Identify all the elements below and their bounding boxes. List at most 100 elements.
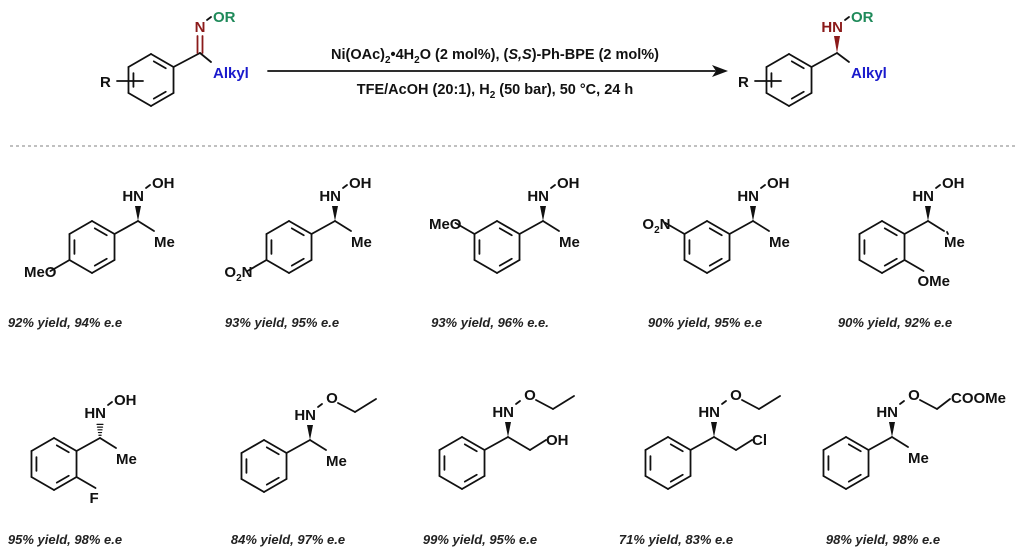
methyl-label: Me <box>326 453 347 470</box>
ring-bond <box>150 53 175 68</box>
ring-bond <box>765 92 790 107</box>
hn-label: HN <box>876 404 898 421</box>
hn-label: HN <box>821 19 843 36</box>
nitrogen-label: N <box>195 19 206 36</box>
bond <box>334 220 352 232</box>
ring-bond <box>683 220 708 235</box>
ring-bond <box>845 436 870 451</box>
methyl-label: Me <box>116 451 137 468</box>
oxygen-label: O <box>326 390 338 407</box>
ring-bond <box>263 478 288 493</box>
methyl-label: Me <box>154 234 175 251</box>
hydroxyl-label: OH <box>942 175 965 192</box>
bond <box>689 436 715 451</box>
ring-double-bond <box>847 473 862 483</box>
substituent-label: MeO <box>429 216 462 233</box>
benzene-ring <box>683 220 731 274</box>
ring-bond <box>858 220 883 235</box>
bond <box>483 436 509 451</box>
ring-double-bond <box>883 227 898 237</box>
ring-bond <box>30 476 55 491</box>
hydroxyl-label: OH <box>557 175 580 192</box>
ring-double-bond <box>93 227 108 237</box>
hashed-wedge-bond <box>96 423 104 436</box>
ring-bond <box>683 259 708 274</box>
ring-bond <box>706 259 731 274</box>
oxygen-label: O <box>524 387 536 404</box>
benzene-ring <box>30 437 78 491</box>
substituent-bond <box>49 259 71 272</box>
benzene-ring <box>68 220 116 274</box>
wedge-bond <box>135 206 141 221</box>
bond <box>810 52 838 68</box>
ring-double-bond <box>463 443 478 453</box>
n-o-bond <box>899 400 905 405</box>
alkyl-label: Alkyl <box>213 65 249 82</box>
benzene-ring <box>438 436 486 490</box>
ring-double-bond <box>290 227 305 237</box>
bond <box>337 402 356 413</box>
hn-label: HN <box>492 404 514 421</box>
n-o-bond <box>935 184 941 189</box>
benzene-ring <box>644 436 692 490</box>
ring-bond <box>68 220 93 235</box>
benzene-ring <box>473 220 521 274</box>
ring-double-bond <box>265 476 280 486</box>
ring-bond <box>667 436 692 451</box>
yield-label: 98% yield, 98% e.e <box>826 532 940 547</box>
bond <box>99 437 117 449</box>
ring-bond <box>788 53 813 68</box>
label-part: N <box>242 264 253 281</box>
ring-bond <box>240 439 265 454</box>
benzene-ring <box>765 53 813 107</box>
ring-double-bond <box>883 257 898 267</box>
substituent-label: O2N <box>642 216 670 236</box>
ring-double-bond <box>93 257 108 267</box>
bond <box>891 436 909 448</box>
bond <box>309 439 327 451</box>
ester-label: COOMe <box>951 390 1006 407</box>
ring-bond <box>30 437 55 452</box>
hn-label: HN <box>737 188 759 205</box>
hn-label: HN <box>698 404 720 421</box>
ring-bond <box>91 220 116 235</box>
ring-bond <box>263 439 288 454</box>
wedge-bond <box>307 425 313 440</box>
substituent-bond <box>903 259 925 272</box>
bond <box>75 437 101 452</box>
methyl-label: Me <box>769 234 790 251</box>
ring-bond <box>765 53 790 68</box>
methyl-label: Me <box>908 450 929 467</box>
ring-double-bond <box>847 443 862 453</box>
benzene-ring <box>858 220 906 274</box>
yield-label: 95% yield, 98% e.e <box>8 532 122 547</box>
benzene-ring <box>240 439 288 493</box>
conditions-line-1: Ni(OAc)2•4H2O (2 mol%), (S,S)-Ph-BPE (2 … <box>331 47 659 66</box>
ring-bond <box>288 220 313 235</box>
ring-bond <box>788 92 813 107</box>
ring-double-bond <box>790 90 805 100</box>
wedge-bond <box>540 206 546 221</box>
substituent-bond <box>454 222 476 235</box>
ring-bond <box>644 436 669 451</box>
substituent-bond <box>664 222 686 235</box>
hydroxyl-label: OH <box>114 392 137 409</box>
bond <box>867 436 893 451</box>
hn-label: HN <box>319 188 341 205</box>
label-subscript: 2 <box>236 273 242 284</box>
bond <box>713 436 737 451</box>
ring-double-bond <box>152 90 167 100</box>
ring-double-bond <box>265 446 280 456</box>
ring-double-bond <box>55 474 70 484</box>
yield-label: 71% yield, 83% e.e <box>619 532 733 547</box>
hn-label: HN <box>294 407 316 424</box>
ring-bond <box>845 475 870 490</box>
ring-bond <box>496 220 521 235</box>
benzene-ring <box>822 436 870 490</box>
bond <box>535 399 554 410</box>
